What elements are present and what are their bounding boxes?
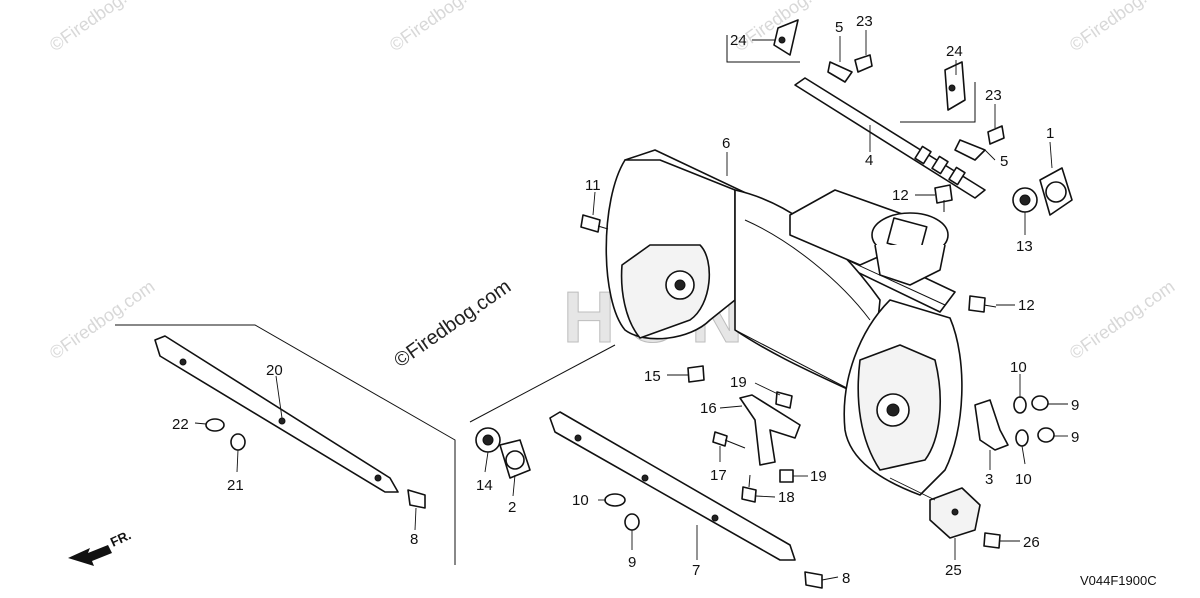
callout-12-top: 12 <box>892 187 909 204</box>
callout-10-top: 10 <box>1010 359 1027 376</box>
callout-23-right: 23 <box>985 87 1002 104</box>
callout-17: 17 <box>710 467 727 484</box>
callout-25: 25 <box>945 562 962 579</box>
top-brackets <box>773 19 1005 161</box>
callout-19-bottom: 19 <box>810 468 827 485</box>
callouts: 24 5 23 24 23 1 6 4 5 11 12 13 12 20 15 … <box>172 13 1079 587</box>
lower-bracket <box>889 477 1001 549</box>
right-bearings <box>1012 167 1073 216</box>
callout-9-top: 9 <box>1071 397 1079 414</box>
callout-16: 16 <box>700 400 717 417</box>
callout-21: 21 <box>227 477 244 494</box>
left-bearings <box>475 427 531 479</box>
callout-1: 1 <box>1046 125 1054 142</box>
callout-24-top: 24 <box>730 32 747 49</box>
front-arrow: FR. <box>68 527 133 566</box>
front-arrow-icon <box>68 545 112 566</box>
watermark-top-left: ©Firedbog.com <box>46 0 158 55</box>
callout-26: 26 <box>1023 534 1040 551</box>
watermark-top-center: ©Firedbog.com <box>386 0 498 55</box>
callout-10-bottom: 10 <box>572 492 589 509</box>
watermark-mid-left: ©Firedbog.com <box>46 276 158 363</box>
leader-lines <box>194 30 1068 581</box>
drawing-code: V044F1900C <box>1080 573 1157 588</box>
callout-23-top: 23 <box>856 13 873 30</box>
watermark-center: ©Firedbog.com <box>390 275 515 372</box>
callout-10-mid: 10 <box>1015 471 1032 488</box>
callout-20: 20 <box>266 362 283 379</box>
callout-18: 18 <box>778 489 795 506</box>
front-label: FR. <box>108 527 133 549</box>
skid-bar-right <box>549 411 823 589</box>
callout-13: 13 <box>1016 238 1033 255</box>
callout-5-top: 5 <box>835 19 843 36</box>
callout-8-right: 8 <box>842 570 850 587</box>
callout-8-left: 8 <box>410 531 418 548</box>
callout-22: 22 <box>172 416 189 433</box>
callout-12-right: 12 <box>1018 297 1035 314</box>
watermark-top-right: ©Firedbog.com <box>1066 0 1178 55</box>
watermarks: ©Firedbog.com ©Firedbog.com ©Firedbog.co… <box>46 0 1178 372</box>
callout-11: 11 <box>585 177 601 194</box>
reference-lines <box>115 35 976 565</box>
callout-9-bottom: 9 <box>628 554 636 571</box>
callout-6: 6 <box>722 135 730 152</box>
callout-9-mid: 9 <box>1071 429 1079 446</box>
callout-3: 3 <box>985 471 993 488</box>
shaft <box>794 77 986 199</box>
callout-7: 7 <box>692 562 700 579</box>
center-bracket <box>687 365 801 503</box>
watermark-mid-right: ©Firedbog.com <box>1066 276 1178 363</box>
callout-19-top: 19 <box>730 374 747 391</box>
callout-24-right: 24 <box>946 43 963 60</box>
bolts-top <box>580 184 997 313</box>
auger-housing <box>605 149 963 496</box>
skid-shoe <box>974 395 1055 451</box>
callout-15: 15 <box>644 368 661 385</box>
skid-bar-left <box>154 335 426 509</box>
callout-4: 4 <box>865 152 873 169</box>
callout-14: 14 <box>476 477 493 494</box>
callout-5-right: 5 <box>1000 153 1008 170</box>
callout-2: 2 <box>508 499 516 516</box>
